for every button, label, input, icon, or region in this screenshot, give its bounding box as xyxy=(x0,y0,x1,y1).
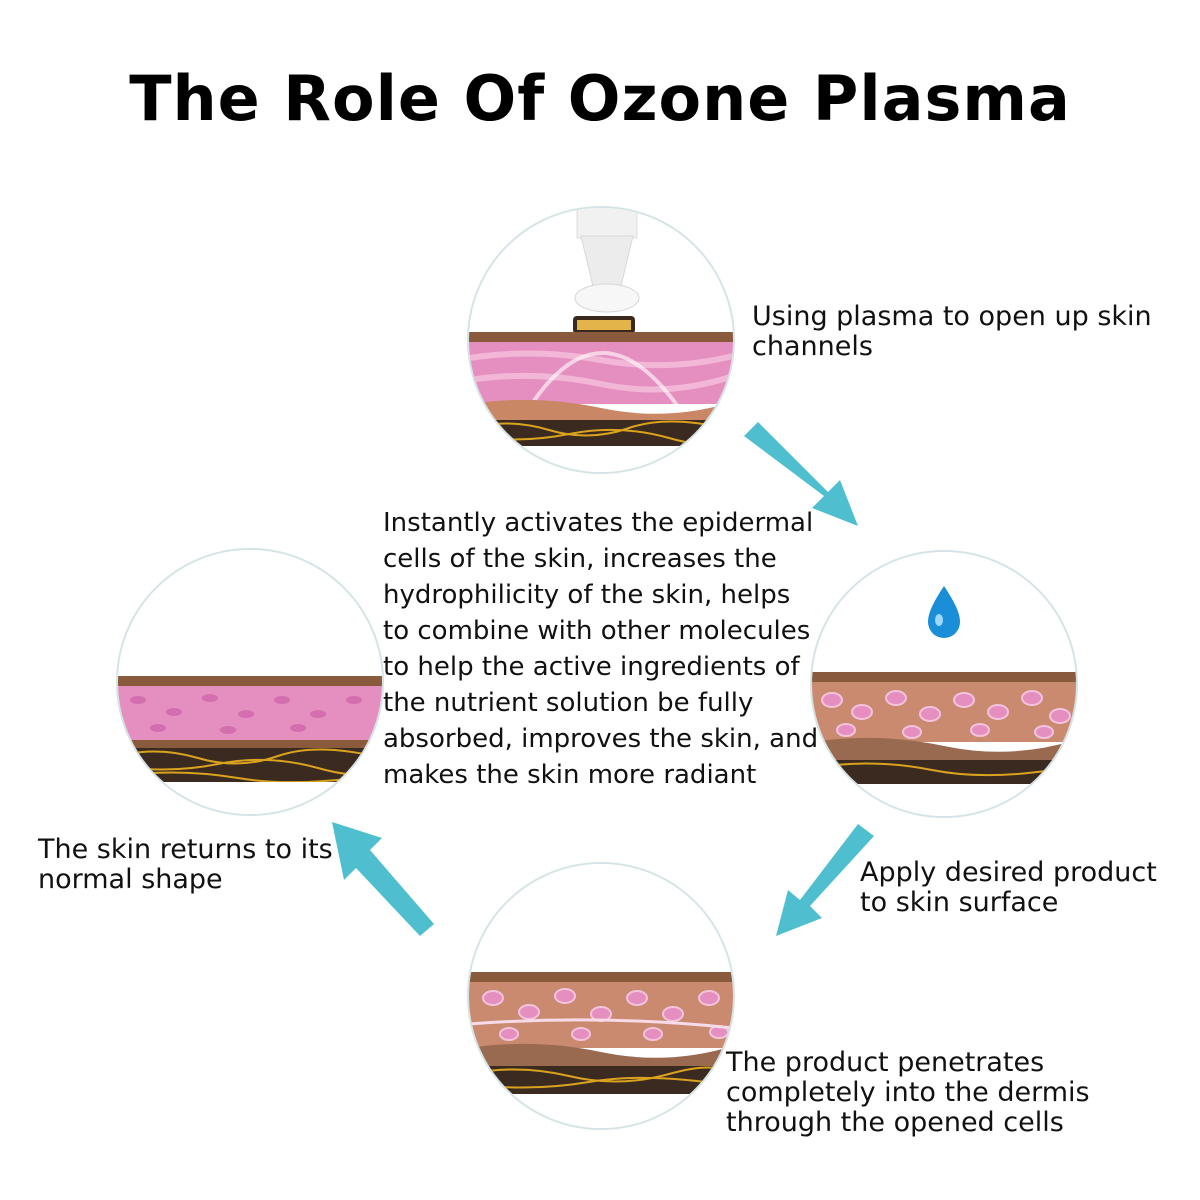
step-4-label: The skin returns to its normal shape xyxy=(38,834,333,895)
step-3-label: The product penetrates completely into t… xyxy=(726,1047,1090,1138)
arrow-down-left-icon xyxy=(776,824,874,936)
step-4-image xyxy=(116,548,384,816)
page-title: The Role Of Ozone Plasma xyxy=(129,62,1071,135)
step-3-image xyxy=(467,862,735,1130)
arrow-up-left-icon xyxy=(332,822,434,936)
arrow-down-right-icon xyxy=(744,422,858,526)
plasma-pen-icon xyxy=(573,208,640,334)
water-drop-icon xyxy=(928,586,960,638)
step-2-label: Apply desired product to skin surface xyxy=(860,857,1157,918)
step-1-label: Using plasma to open up skin channels xyxy=(752,301,1152,362)
step-1-image xyxy=(467,206,735,474)
description-text: Instantly activates the epidermal cells … xyxy=(383,508,819,790)
step-2-image xyxy=(810,550,1078,818)
